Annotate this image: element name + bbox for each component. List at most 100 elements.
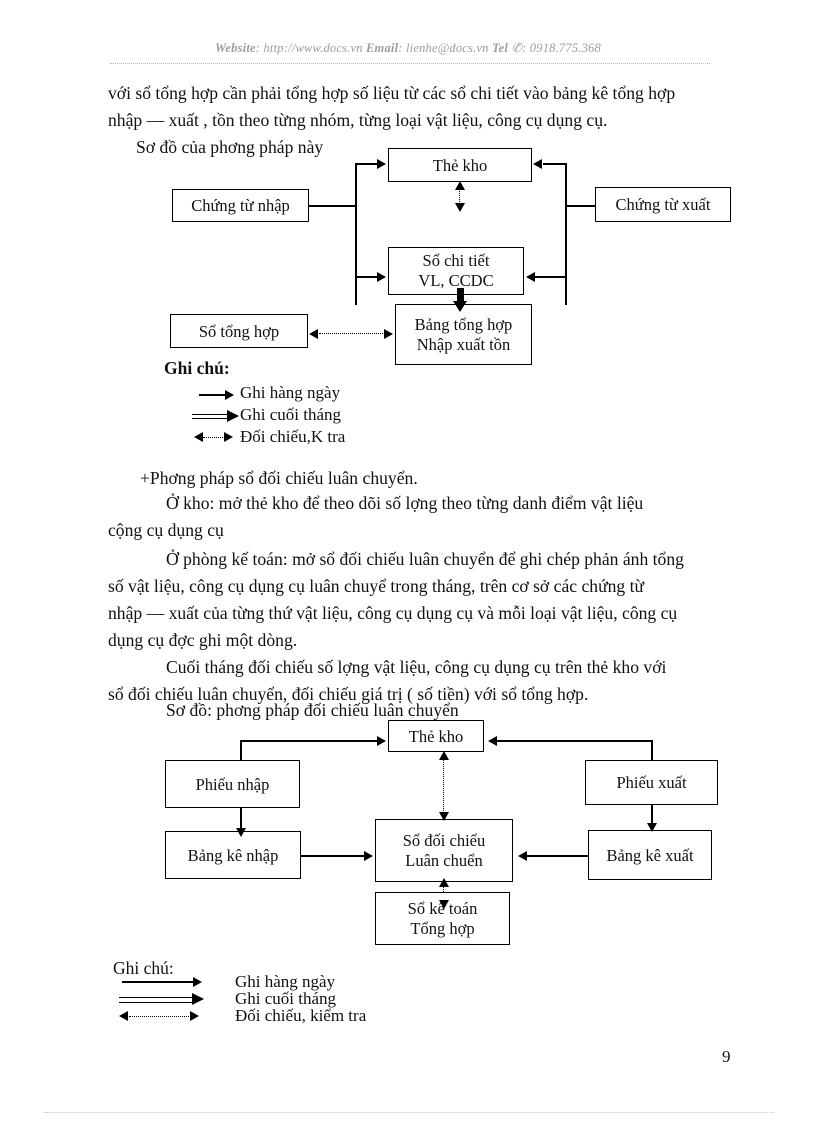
header-tel-label: Tel (491, 41, 509, 55)
legend2-arrow-thin-head (193, 977, 202, 987)
arrowhead-down-the-kho (455, 203, 465, 212)
legend2-arrow-dotted-head-right (190, 1011, 199, 1021)
box-bang-tong-hop-line2: Nhập xuất tồn (416, 334, 511, 354)
legend2-title: Ghi chú: (113, 958, 174, 978)
connector-so-tong-hop-bang-tong-hop (319, 333, 385, 334)
legend1-item-2-label: Ghi cuối tháng (240, 405, 342, 424)
body-line-2: nhập — xuất , tồn theo từng nhóm, từng l… (108, 110, 608, 130)
arrowhead-up-so-doi-chieu (439, 878, 449, 887)
box-so-doi-chieu-line1: Sổ đối chiếu (402, 830, 486, 850)
arrowhead-right-bang-tong-hop (384, 329, 393, 339)
legend1-item-3-label: Đối chiếu,K tra (240, 427, 346, 446)
box-the-kho-2: Thẻ kho (388, 720, 484, 752)
legend1-arrow-thick-line (192, 414, 230, 419)
arrowhead-to-the-kho-1 (377, 159, 386, 169)
box-bang-ke-xuat: Bảng kê xuất (588, 830, 712, 880)
arrowhead-to-the-kho-2 (533, 159, 542, 169)
box-so-chi-tiet-line1: Sổ chi tiết (422, 251, 490, 270)
page-number: 9 (722, 1047, 731, 1066)
arrowhead-left-so-tong-hop (309, 329, 318, 339)
arrowhead-up-the-kho-2 (439, 751, 449, 760)
arrowhead-bang-ke-xuat (647, 823, 657, 832)
connector-bang-ke-nhap-to-so-doi-chieu (301, 855, 365, 857)
body-line-10: dụng cụ đợc ghi một dòng. (108, 630, 298, 650)
legend2-arrow-thick-head (192, 993, 204, 1005)
connector-right-spine (565, 163, 567, 305)
legend1-arrow-dotted-head-right (224, 432, 233, 442)
body-line-6: cộng cụ dụng cụ (108, 520, 224, 540)
box-the-kho-1: Thẻ kho (388, 148, 532, 182)
box-so-chi-tiet: Sổ chi tiết VL, CCDC (388, 247, 524, 295)
connector-phieu-xuat-to-bang-ke-xuat (651, 805, 653, 825)
legend1-item-1-label: Ghi hàng ngày (240, 383, 341, 402)
legend1-arrow-dotted-head-left (194, 432, 203, 442)
arrowhead-to-so-chi-tiet-1 (377, 272, 386, 282)
box-so-ke-toan-line2: Tổng hợp (410, 918, 475, 938)
legend2-arrow-thin-line (122, 981, 195, 983)
arrowhead-down-so-ke-toan (439, 900, 449, 909)
legend1-arrow-dotted-line (203, 437, 225, 438)
connector-rspine-to-the-kho (543, 163, 566, 165)
box-chung-tu-xuat: Chứng từ xuất (595, 187, 731, 222)
header-tel-value: : 0918.775.368 (522, 41, 601, 55)
header-website-url: : http://www.docs.vn (255, 41, 363, 55)
connector-rspine-to-so-chi-tiet (535, 276, 566, 278)
arrowhead-to-so-chi-tiet-2 (526, 272, 535, 282)
body-line-3: Sơ đồ của phơng pháp này (136, 137, 324, 157)
connector-phieu-nhap-to-the-kho (240, 740, 378, 742)
body-line-5: Ở kho: mở thẻ kho để theo dõi số lợng th… (166, 493, 644, 513)
connector-phieu-nhap-up (240, 740, 242, 762)
connector-the-kho-so-chi-tiet-dotted (459, 186, 460, 206)
arrowhead-bang-ke-nhap (236, 828, 246, 837)
connector-phieu-xuat-to-the-kho (497, 740, 653, 742)
body-line-9: nhập — xuất của từng thứ vật liệu, công … (108, 603, 678, 623)
box-phieu-xuat: Phiếu xuất (585, 760, 718, 805)
connector-phieu-nhap-to-bang-ke-nhap (240, 808, 242, 830)
body-line-11: Cuối tháng đối chiếu số lợng vật liệu, c… (166, 657, 667, 677)
legend2-item-1-label: Ghi hàng ngày (235, 972, 336, 991)
header-divider (110, 63, 710, 64)
legend2-item-2-label: Ghi cuối tháng (235, 989, 337, 1008)
connector-xuat-to-spine (566, 205, 596, 207)
arrowhead-so-doi-chieu-right (518, 851, 527, 861)
body-line-13: Sơ đồ: phơng pháp đối chiếu luân chuyển (166, 700, 459, 720)
legend2-arrow-thick-line (119, 997, 194, 1003)
box-so-tong-hop: Sổ tổng hợp (170, 314, 308, 348)
page-header: Website: http://www.docs.vn Email: lienh… (108, 40, 708, 56)
body-line-7: Ở phòng kế toán: mở sổ đối chiếu luân ch… (166, 549, 684, 569)
connector-so-doi-chieu-to-the-kho-dotted (443, 757, 444, 819)
arrowhead-so-doi-chieu-left (364, 851, 373, 861)
box-bang-tong-hop-line1: Bảng tổng hợp (414, 314, 513, 334)
body-line-12: sổ đối chiếu luân chuyển, đối chiếu giá … (108, 684, 589, 704)
legend2-arrow-dotted-line (129, 1016, 191, 1017)
box-bang-tong-hop: Bảng tổng hợp Nhập xuất tồn (395, 304, 532, 365)
body-line-8: số vật liệu, công cụ dụng cụ luân chuyể … (108, 576, 645, 596)
header-website-label: Website (215, 41, 256, 55)
box-chung-tu-nhap: Chứng từ nhập (172, 189, 309, 222)
connector-bang-ke-xuat-to-so-doi-chieu (527, 855, 589, 857)
arrowhead-up-the-kho (455, 181, 465, 190)
legend2-item-3-label: Đối chiếu, kiểm tra (235, 1006, 367, 1025)
legend1-arrow-thick-head (227, 410, 239, 422)
arrowhead-down-so-doi-chieu (439, 812, 449, 821)
connector-phieu-xuat-up (651, 740, 653, 762)
box-phieu-nhap: Phiếu nhập (165, 760, 300, 808)
connector-nhap-to-spine (308, 205, 356, 207)
box-so-chi-tiet-line2: VL, CCDC (418, 271, 494, 290)
legend2-arrow-dotted-head-left (119, 1011, 128, 1021)
header-email-value: : lienhe@docs.vn (398, 41, 489, 55)
telephone-icon: ✆ (511, 41, 523, 55)
box-so-doi-chieu: Sổ đối chiếu Luân chuển (375, 819, 513, 882)
legend1-arrow-thin-line (199, 394, 227, 396)
box-so-doi-chieu-line2: Luân chuển (405, 850, 483, 870)
connector-spine-to-so-chi-tiet (356, 276, 378, 278)
footer-divider (44, 1112, 774, 1113)
arrowhead-the-kho-right (488, 736, 497, 746)
header-email-label: Email (366, 41, 399, 55)
body-line-1: với sổ tổng hợp cần phải tổng hợp số liệ… (108, 83, 676, 103)
legend1-arrow-thin-head (225, 390, 234, 400)
legend1-title: Ghi chú: (164, 358, 230, 378)
connector-left-spine (355, 163, 357, 305)
box-bang-ke-nhap: Bảng kê nhập (165, 831, 301, 879)
